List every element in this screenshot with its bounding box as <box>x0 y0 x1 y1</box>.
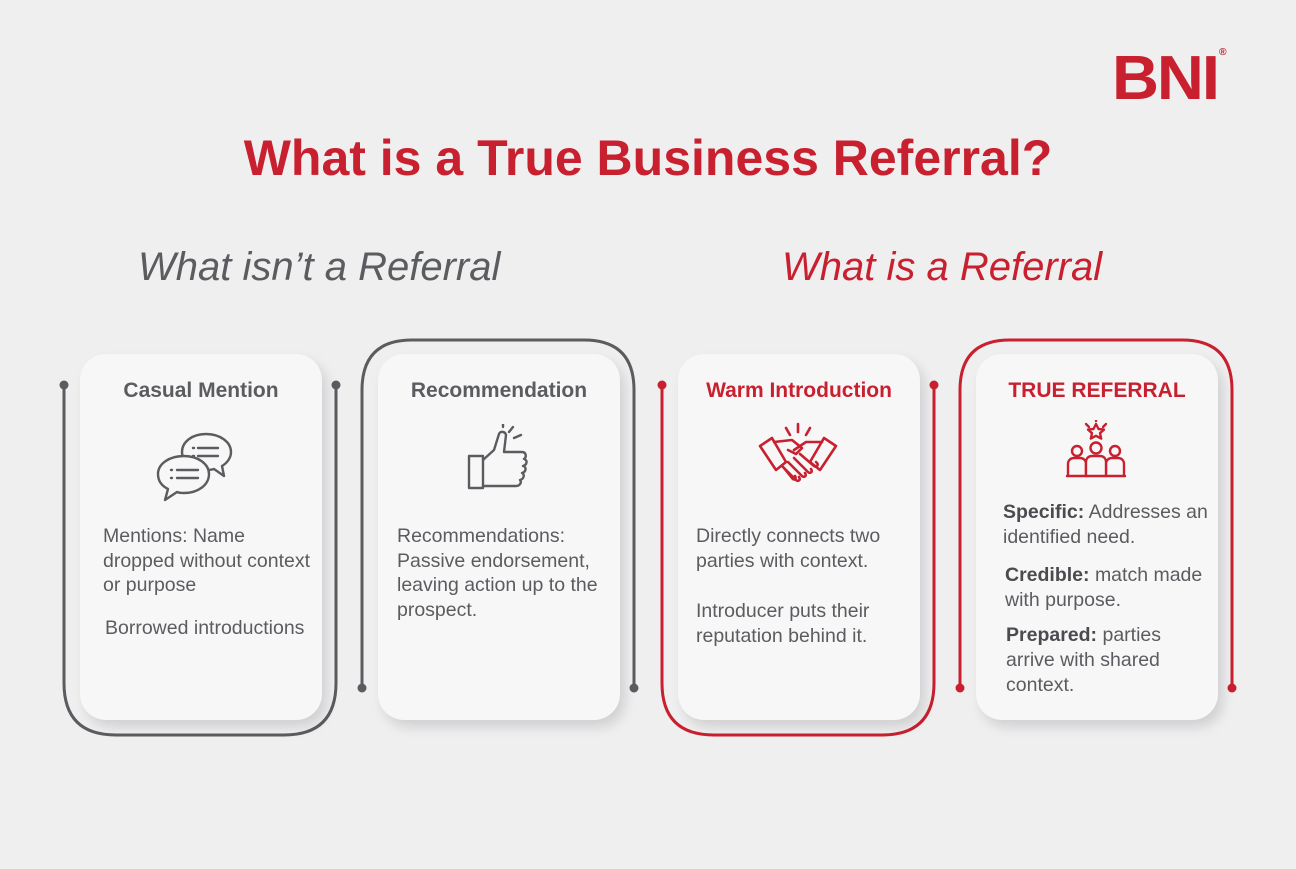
card-line: Mentions: Name dropped without context o… <box>103 525 311 596</box>
logo-text: BNI <box>1112 44 1220 113</box>
card-text: Mentions: Name dropped without context o… <box>103 524 313 640</box>
group-star-icon <box>1065 420 1127 478</box>
frame-dot <box>657 380 667 390</box>
card-warm-introduction: Warm Introduction Directly connects two … <box>678 354 920 720</box>
frame-dot <box>1227 683 1237 693</box>
card-line: Introducer puts their reputation behind … <box>696 600 870 647</box>
frame-warm-introduction <box>660 385 936 737</box>
frame-true-referral <box>958 338 1234 688</box>
card-item: Credible: match made with purpose. <box>1005 563 1208 613</box>
card-line: Borrowed introductions <box>105 616 305 639</box>
card-line: Recommendations: Passive endorsement, le… <box>397 525 598 621</box>
card-true-referral: TRUE REFERRAL Specific: Addresses an ide… <box>976 354 1218 720</box>
card-title: Casual Mention <box>123 379 279 402</box>
frame-dot <box>59 380 69 390</box>
card-text: Recommendations: Passive endorsement, le… <box>397 524 612 622</box>
speech-bubbles-icon <box>156 432 233 502</box>
subheading-is-referral: What is a Referral <box>782 245 1103 289</box>
card-casual-mention: Casual Mention Mentions: Name dropped wi… <box>80 354 322 720</box>
thumbs-up-icon <box>467 424 528 490</box>
card-title: Recommendation <box>410 379 588 402</box>
card-item-text: Addresses an identified need. <box>1003 501 1208 548</box>
card-item-text: match made with purpose. <box>1005 564 1203 611</box>
card-text: Specific: Addresses an identified need. … <box>1003 500 1208 698</box>
card-title: TRUE REFERRAL <box>1008 379 1186 402</box>
card-item: Specific: Addresses an identified need. <box>1003 500 1208 550</box>
bni-logo: BNI® <box>1112 48 1227 110</box>
frame-dot <box>929 380 939 390</box>
page-title: What is a True Business Referral? <box>243 130 1053 186</box>
card-item-label: Specific: <box>1003 501 1085 523</box>
card-line: Directly connects two parties with conte… <box>696 525 881 572</box>
card-title: Warm Introduction <box>706 379 892 402</box>
subheading-not-referral: What isn’t a Referral <box>138 245 501 289</box>
card-recommendation: Recommendation Recommendations: Passive … <box>378 354 620 720</box>
frame-dot <box>331 380 341 390</box>
card-item-label: Credible: <box>1005 564 1090 586</box>
card-item-label: Prepared: <box>1006 624 1098 646</box>
frame-casual-mention <box>62 385 338 737</box>
frame-dot <box>357 683 367 693</box>
card-item-text: parties arrive with shared context. <box>1006 624 1161 696</box>
card-item: Prepared: parties arrive with shared con… <box>1006 623 1208 698</box>
handshake-icon <box>758 422 838 483</box>
card-text: Directly connects two parties with conte… <box>696 524 911 648</box>
logo-registered-mark: ® <box>1218 47 1227 58</box>
frame-dot <box>955 683 965 693</box>
frame-recommendation <box>360 338 636 688</box>
frame-dot <box>629 683 639 693</box>
